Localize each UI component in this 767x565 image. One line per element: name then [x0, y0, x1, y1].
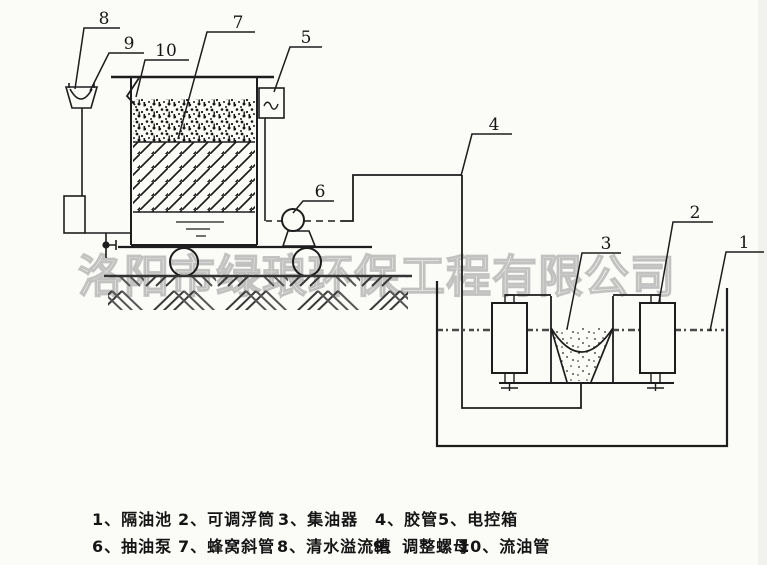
callout-numbers: 1 2 3 4 5 6 7 8 9 10	[99, 9, 750, 254]
callout-number-8: 8	[99, 9, 110, 29]
adjusting-nut-right	[647, 383, 664, 391]
adjustable-float-right	[639, 294, 676, 391]
callout-number-4: 4	[489, 115, 500, 135]
water-level-marks	[176, 221, 224, 237]
legend-item-1: 1、隔油池	[92, 510, 173, 529]
callout-number-10: 10	[155, 41, 177, 61]
callout-number-2: 2	[690, 203, 701, 223]
pump-piping	[264, 118, 462, 247]
callout-number-9: 9	[124, 34, 135, 54]
leader-1	[709, 251, 764, 332]
oil-flow-spout	[125, 77, 140, 106]
legend-item-2: 2、可调浮筒	[178, 510, 276, 529]
legend-item-8: 8、清水溢流槽	[277, 537, 392, 556]
legend-item-7: 7、蜂窝斜管	[178, 537, 276, 556]
legend-item-5: 5、电控箱	[438, 510, 519, 529]
overflow-standpipe	[63, 108, 131, 234]
legend-item-9: 9、调整螺母	[373, 537, 471, 556]
callout-number-7: 7	[233, 13, 244, 33]
media-hatch-layer	[133, 142, 255, 212]
legend-item-3: 3、集油器	[278, 510, 359, 529]
scan-edge-band	[758, 0, 767, 565]
adjusting-nut-left	[501, 383, 518, 391]
leader-10	[135, 59, 189, 98]
callout-number-6: 6	[315, 182, 326, 202]
pump-base	[281, 230, 317, 247]
legend-item-10: 10、流油管	[458, 537, 551, 556]
leader-3	[566, 252, 621, 330]
leader-4	[460, 133, 512, 177]
callout-leaders	[74, 27, 764, 332]
leader-2	[658, 221, 713, 303]
hose-pipe-run	[341, 174, 462, 222]
drain-valve	[102, 233, 117, 258]
leader-7	[177, 31, 255, 140]
leader-5	[273, 46, 322, 93]
legend-item-4: 4、胶管	[375, 510, 439, 529]
collector-chamber	[550, 296, 614, 383]
callout-number-1: 1	[739, 233, 750, 253]
inlet-downpipe	[461, 175, 582, 409]
oil-separator-pool	[435, 175, 729, 448]
adjustable-float-left	[491, 294, 528, 391]
separator-tank	[111, 75, 274, 246]
callout-number-5: 5	[301, 28, 312, 48]
leader-6	[292, 200, 334, 214]
honeycomb-inclined-tube-layer	[133, 99, 255, 142]
oil-collector-funnel	[550, 327, 614, 383]
legend-item-6: 6、抽油泵	[92, 537, 173, 556]
leader-8	[74, 27, 120, 90]
callout-number-3: 3	[601, 234, 612, 254]
pool-walls	[435, 281, 729, 448]
separator-unit	[63, 75, 462, 310]
electric-control-box	[258, 87, 285, 119]
leader-9	[89, 52, 144, 92]
ground	[104, 274, 412, 310]
ground-hatch	[108, 277, 408, 310]
